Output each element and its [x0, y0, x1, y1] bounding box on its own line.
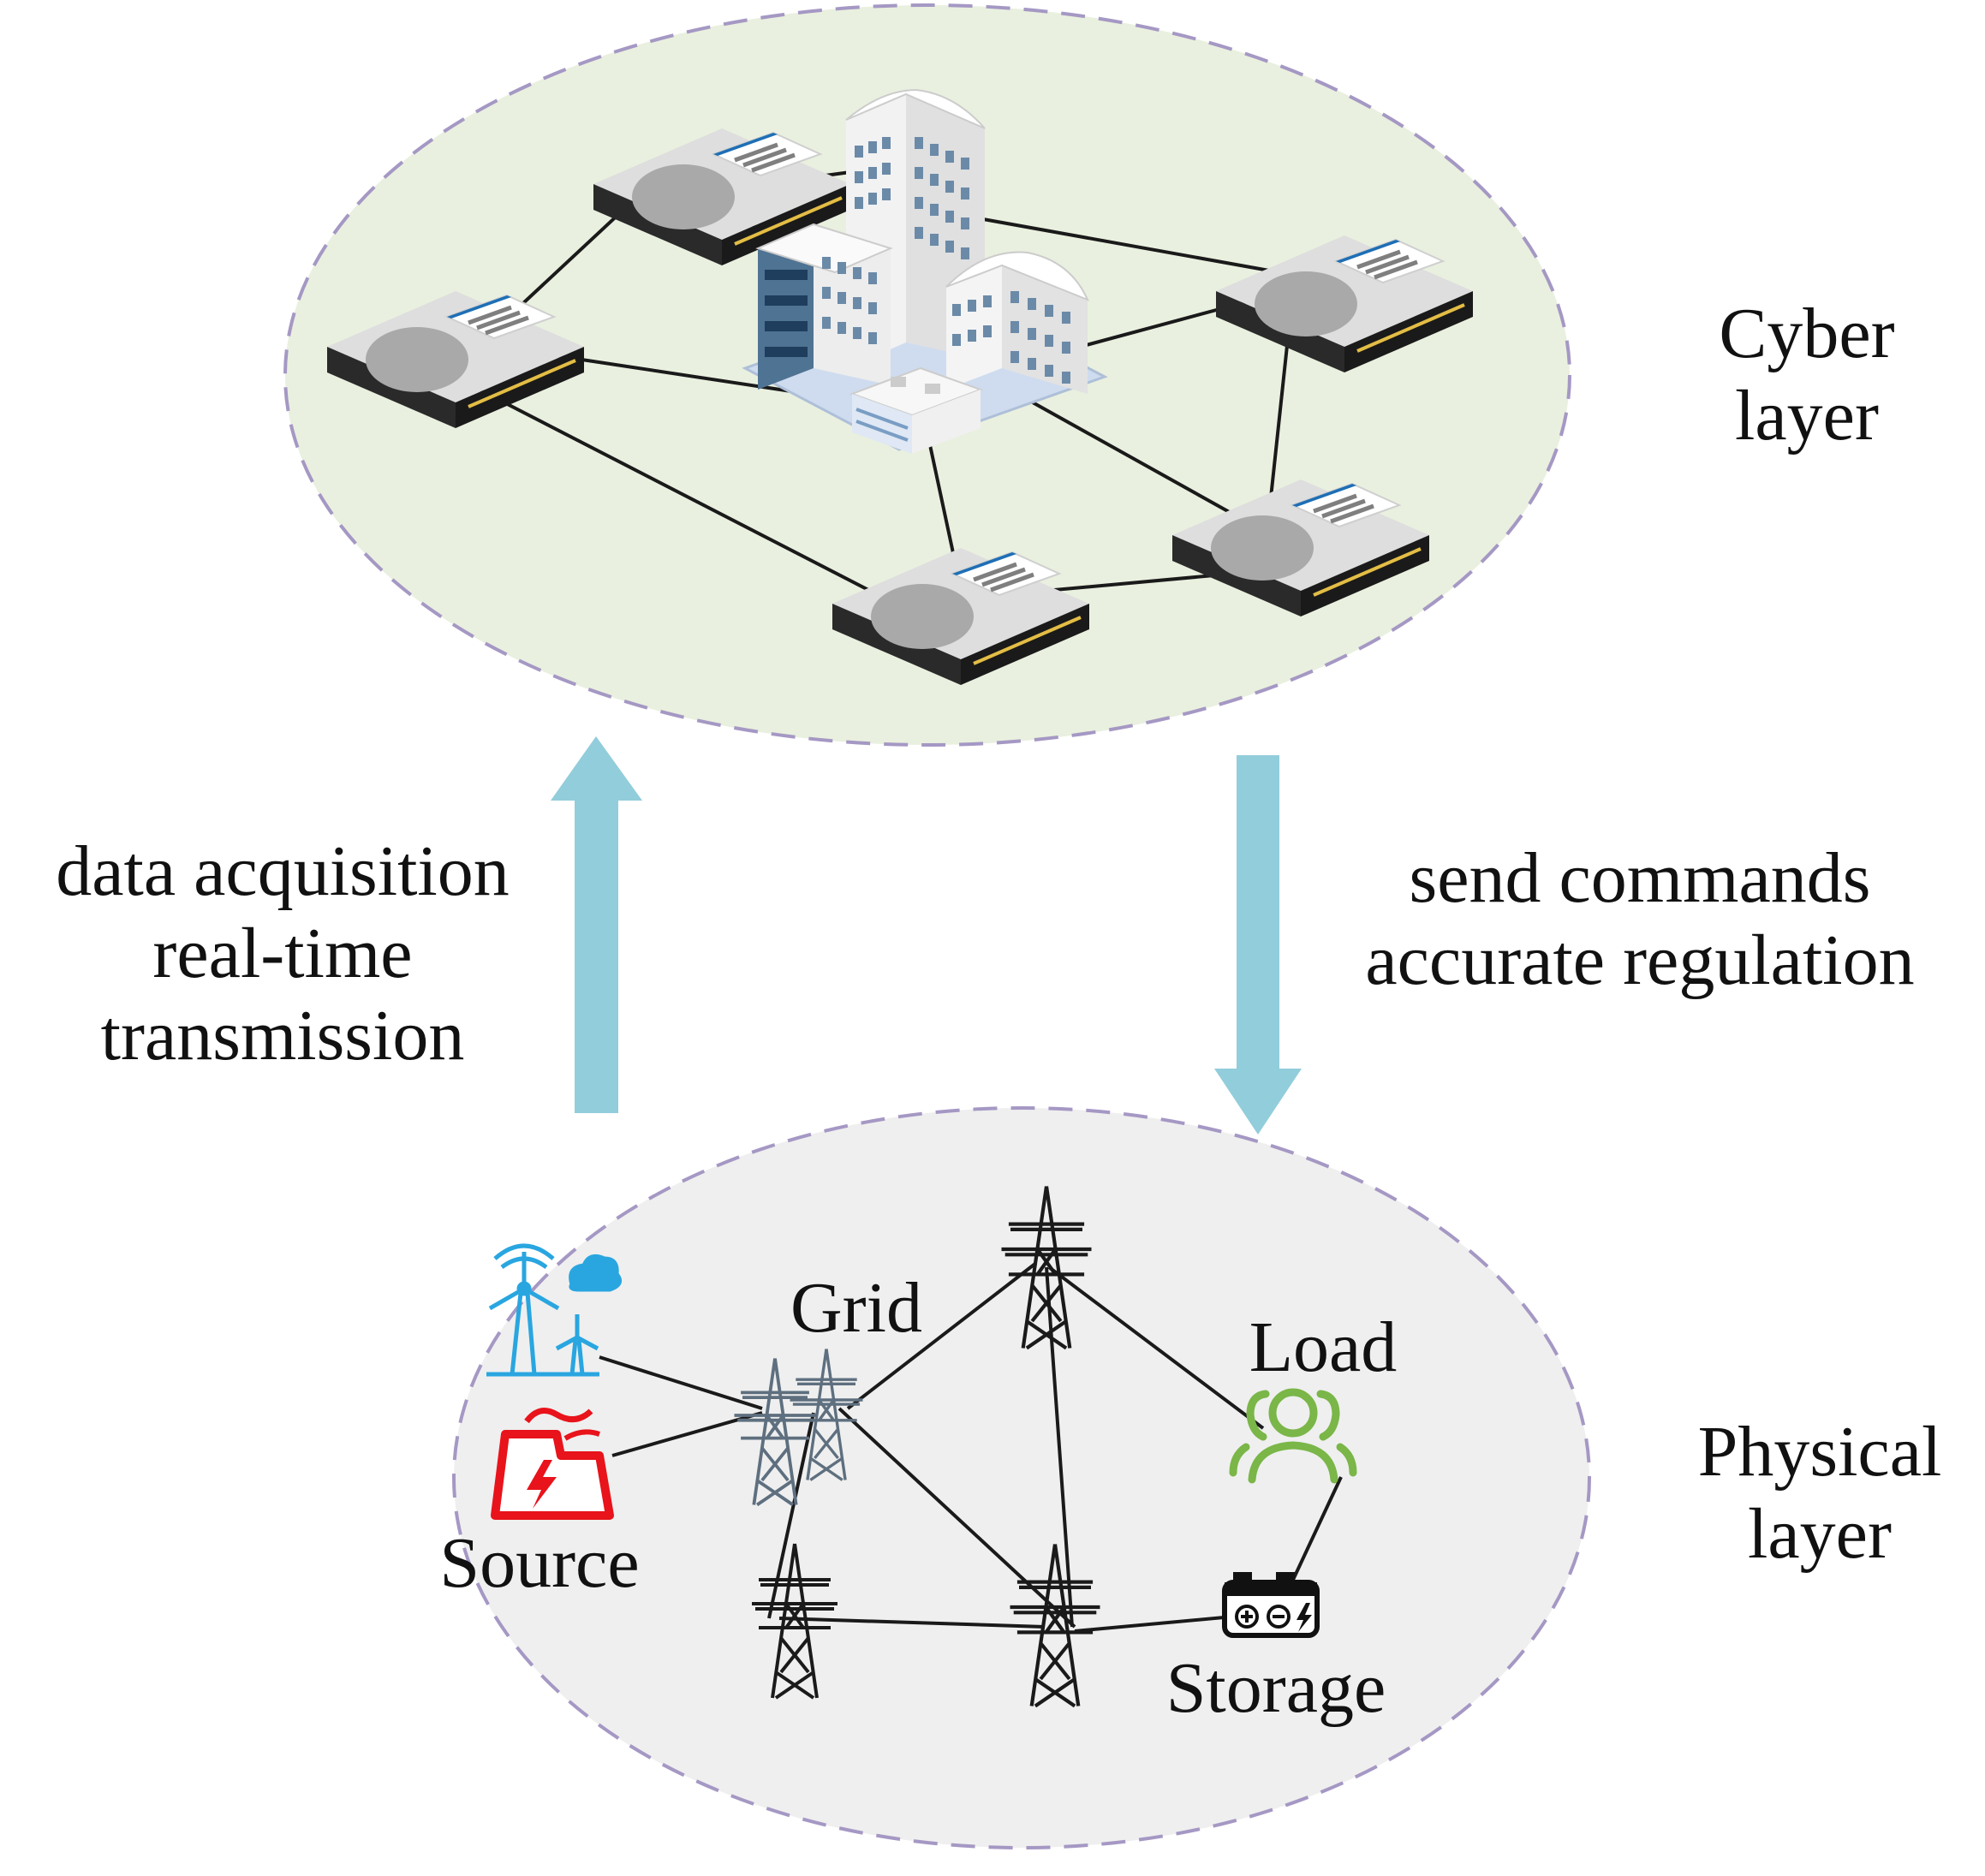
battery-icon	[1222, 1572, 1320, 1638]
uplink-arrow	[551, 736, 642, 1113]
load-label: Load	[1249, 1307, 1398, 1387]
cyber-layer-label: Cyber layer	[1678, 293, 1935, 457]
physical-layer-label-line1: Physical	[1697, 1412, 1942, 1492]
physical-layer-label-line2: layer	[1748, 1494, 1892, 1574]
wind-turbine-icon	[486, 1243, 623, 1377]
physical-links	[599, 1261, 1343, 1633]
uplink-label-line3: transmission	[100, 996, 465, 1075]
people-icon	[1229, 1388, 1357, 1484]
grid-label: Grid	[790, 1268, 922, 1348]
downlink-arrow	[1214, 755, 1302, 1135]
physical-layer-label: Physical layer	[1657, 1411, 1982, 1575]
building-icon	[742, 88, 1108, 454]
physical-layer-ellipse	[452, 1106, 1591, 1849]
downlink-label-line1: send commands	[1409, 838, 1871, 918]
uplink-label-line1: data acquisition	[56, 831, 510, 911]
cyber-layer-label-line1: Cyber	[1719, 294, 1895, 373]
downlink-label: send commands accurate regulation	[1302, 837, 1978, 1002]
downlink-label-line2: accurate regulation	[1365, 920, 1915, 1000]
cyber-layer-label-line2: layer	[1735, 376, 1879, 456]
storage-label: Storage	[1165, 1648, 1386, 1728]
uplink-label: data acquisition real-time transmission	[0, 831, 565, 1077]
uplink-label-line2: real-time	[152, 914, 413, 993]
power-plant-icon	[491, 1408, 614, 1520]
source-label: Source	[439, 1523, 640, 1603]
